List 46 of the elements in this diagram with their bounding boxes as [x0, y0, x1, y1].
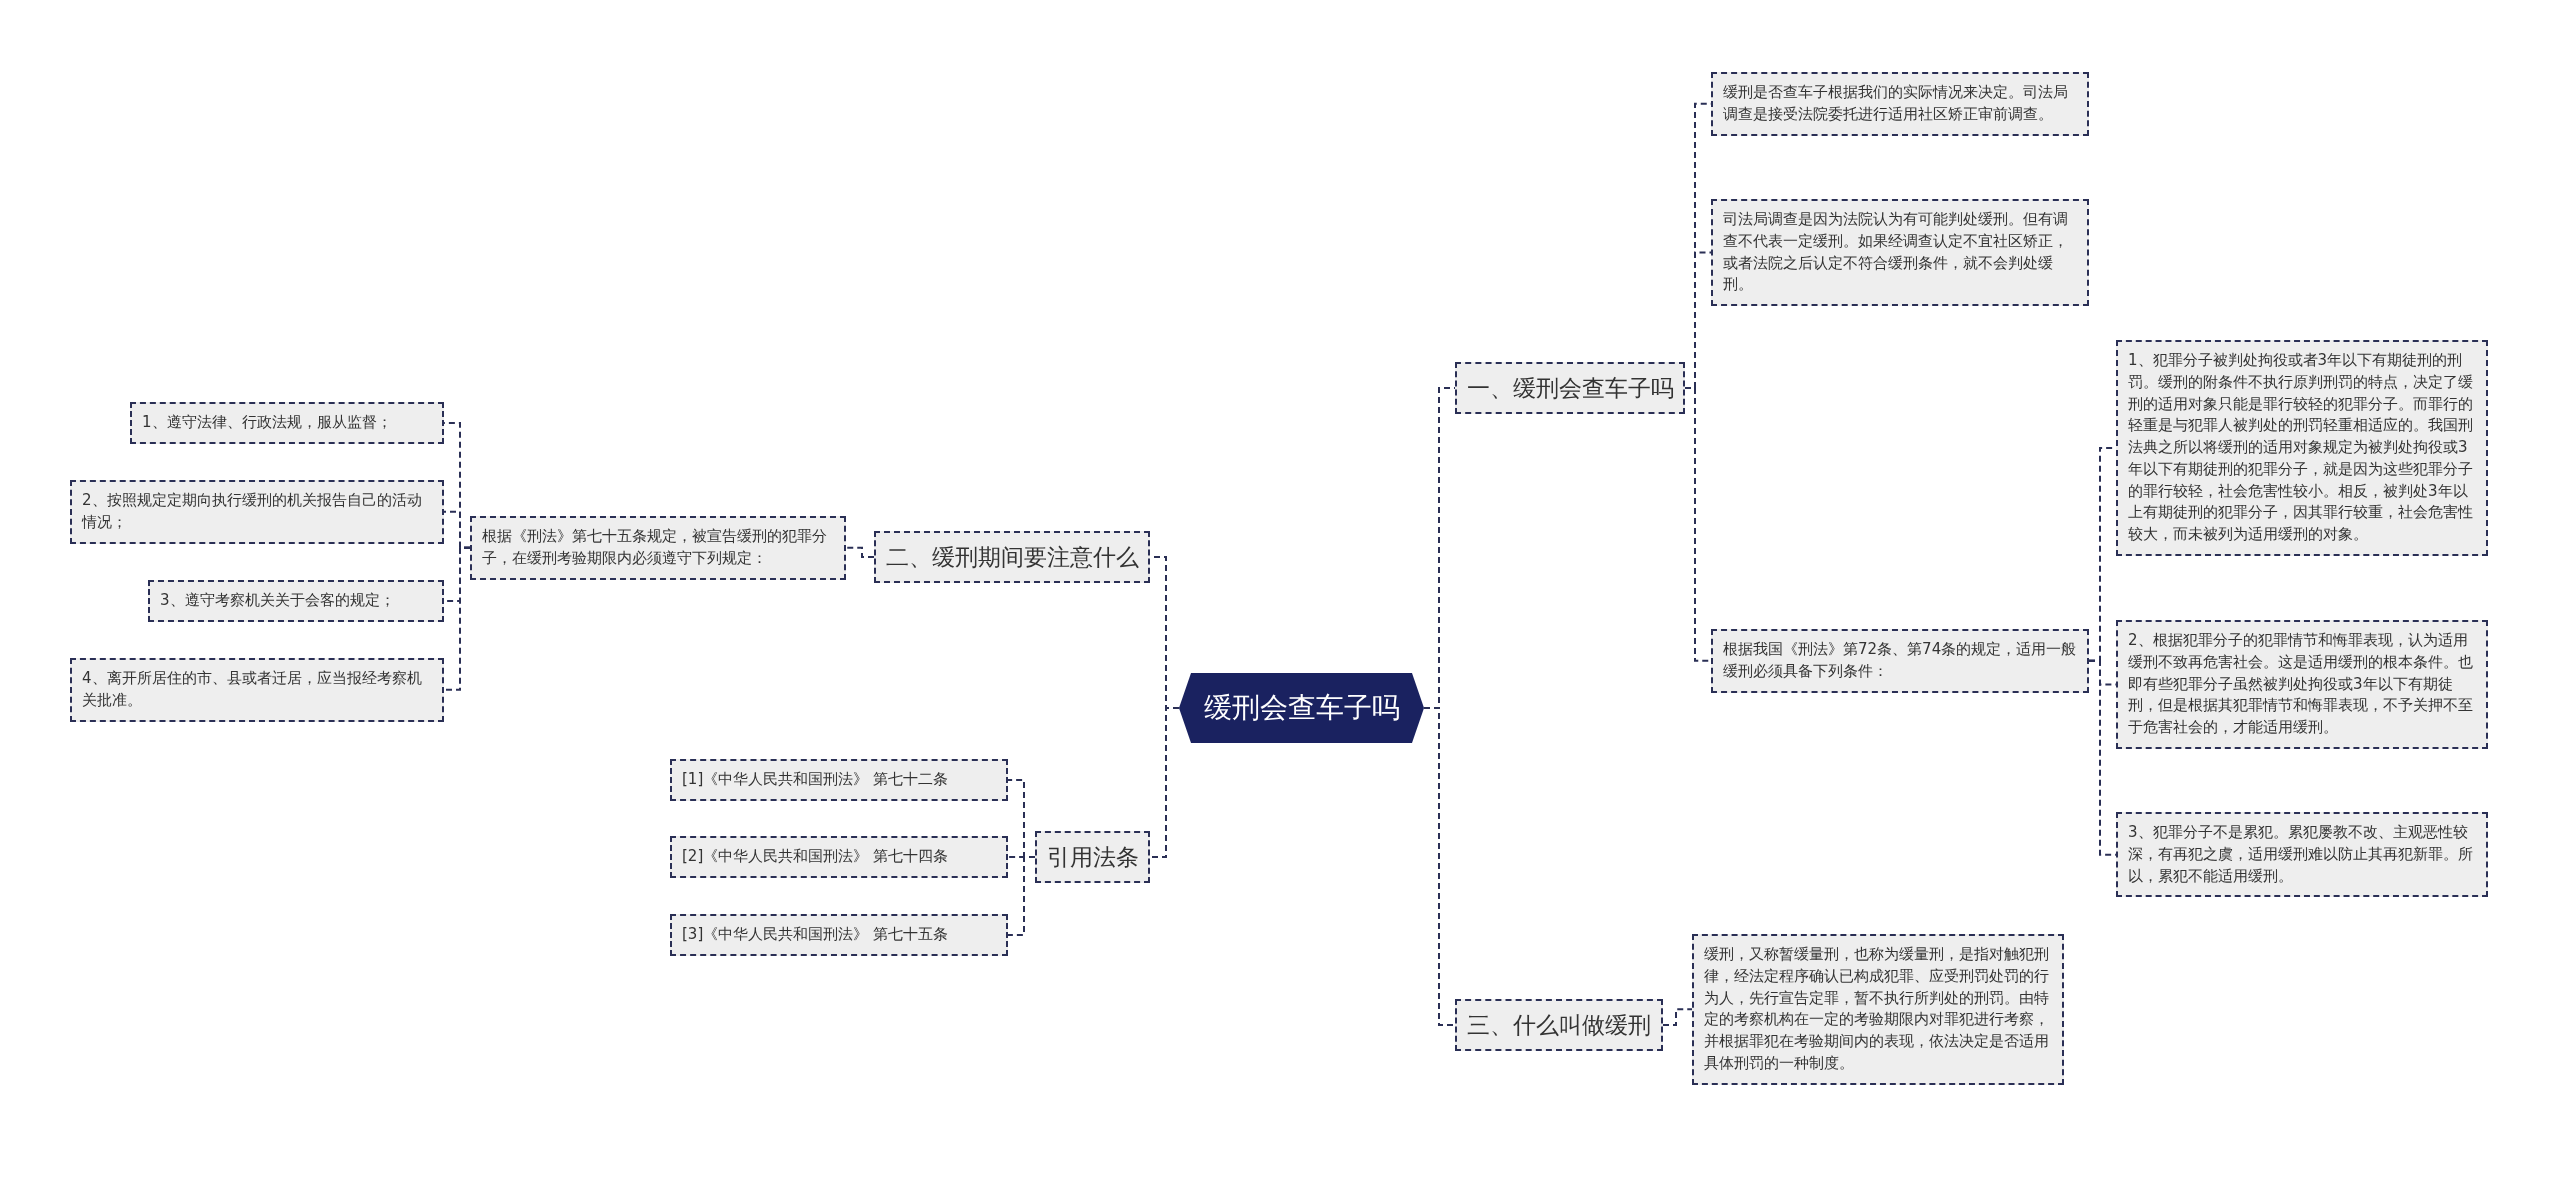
branch-box — [1035, 831, 1150, 883]
branch-title: 三、什么叫做缓刑 — [1467, 1010, 1651, 1040]
note-text: 1、遵守法律、行政法规，服从监督； — [142, 413, 392, 431]
note-box — [1711, 199, 2089, 306]
note-box — [670, 836, 1008, 878]
note-box — [1692, 934, 2064, 1085]
note-text: 根据我国《刑法》第72条、第74条的规定，适用一般缓刑必须具备下列条件： — [1723, 640, 2077, 680]
connector-line — [1149, 707, 1180, 858]
note-box — [670, 914, 1008, 956]
note-text: 4、离开所居住的市、县或者迁居，应当报经考察机关批准。 — [82, 669, 422, 709]
note-text: 1、犯罪分子被判处拘役或者3年以下有期徒刑的刑罚。缓刑的附条件不执行原判刑罚的特点，决定了缓刑的适用对象只能是罪行较轻的犯罪分子。而罪行的轻重是与犯罪人被判处的刑罚轻重相适应的。我国刑法典之所以将缓刑的适用对象规定为被判处拘役或3年以下有期徒刑的犯罪分子，就是因为这些犯罪分子的罪行较轻，社会危害性较小。相反，被判处3年以上有期徒刑的犯罪分子，因其罪行较重，社会危害性较大，而未被列为适用缓刑的对象。 — [2128, 351, 2473, 543]
note-box — [70, 480, 444, 544]
note-box — [2116, 340, 2488, 556]
note-text: 3、犯罪分子不是累犯。累犯屡教不改、主观恶性较深，有再犯之虞，适用缓刑难以防止其再犯新罪。所以，累犯不能适用缓刑。 — [2128, 823, 2473, 885]
note-box — [148, 580, 444, 622]
note-box — [670, 759, 1008, 801]
note-box — [2116, 812, 2488, 898]
branch-title: 引用法条 — [1046, 842, 1139, 872]
note-text: [2]《中华人民共和国刑法》 第七十四条 — [682, 847, 948, 865]
branch-box — [1455, 362, 1685, 414]
branch-title: 二、缓刑期间要注意什么 — [885, 542, 1139, 572]
topic-title: 缓刑会查车子吗 — [1203, 690, 1400, 726]
note-text: 司法局调查是因为法院认为有可能判处缓刑。但有调查不代表一定缓刑。如果经调查认定不宜社区矫正，或者法院之后认定不符合缓刑条件，就不会判处缓刑。 — [1723, 210, 2068, 294]
connector-line — [1423, 707, 1456, 1026]
note-box — [1711, 629, 2089, 693]
connector-line — [443, 546, 471, 691]
note-box — [130, 402, 444, 444]
connector-line — [1662, 1008, 1693, 1026]
note-text: 缓刑是否查车子根据我们的实际情况来决定。司法局调查是接受法院委托进行适用社区矫正审前调查。 — [1723, 83, 2068, 123]
note-text: [3]《中华人民共和国刑法》 第七十五条 — [682, 925, 948, 943]
note-text: [1]《中华人民共和国刑法》 第七十二条 — [682, 770, 948, 788]
note-text: 缓刑，又称暂缓量刑，也称为缓量刑，是指对触犯刑律，经法定程序确认已构成犯罪、应受刑罚处罚的行为人，先行宣告定罪，暂不执行所判处的刑罚。由特定的考察机构在一定的考验期限内对罪犯进行考察，并根据罪犯在考验期间内的表现，依法决定是否适用具体刑罚的一种制度。 — [1704, 945, 2049, 1072]
branch-box — [1455, 999, 1663, 1051]
connector-line — [1007, 856, 1036, 936]
branch-box — [874, 531, 1150, 583]
note-text: 根据《刑法》第七十五条规定，被宣告缓刑的犯罪分子，在缓刑考验期限内必须遵守下列规定： — [482, 527, 827, 567]
note-box — [2116, 620, 2488, 749]
note-box — [70, 658, 444, 722]
connector-line — [845, 546, 875, 558]
branch-title: 一、缓刑会查车子吗 — [1466, 373, 1674, 403]
note-text: 3、遵守考察机关关于会客的规定； — [160, 591, 395, 609]
topic-hexagon — [1179, 673, 1424, 743]
note-text: 2、根据犯罪分子的犯罪情节和悔罪表现，认为适用缓刑不致再危害社会。这是适用缓刑的根本条件。也即有些犯罪分子虽然被判处拘役或3年以下有期徒刑，但是根据其犯罪情节和悔罪表现，不予关押不至于危害社会的，才能适用缓刑。 — [2128, 631, 2473, 736]
note-text: 2、按照规定定期向执行缓刑的机关报告自己的活动情况； — [82, 491, 422, 531]
note-box — [470, 516, 846, 580]
note-box — [1711, 72, 2089, 136]
